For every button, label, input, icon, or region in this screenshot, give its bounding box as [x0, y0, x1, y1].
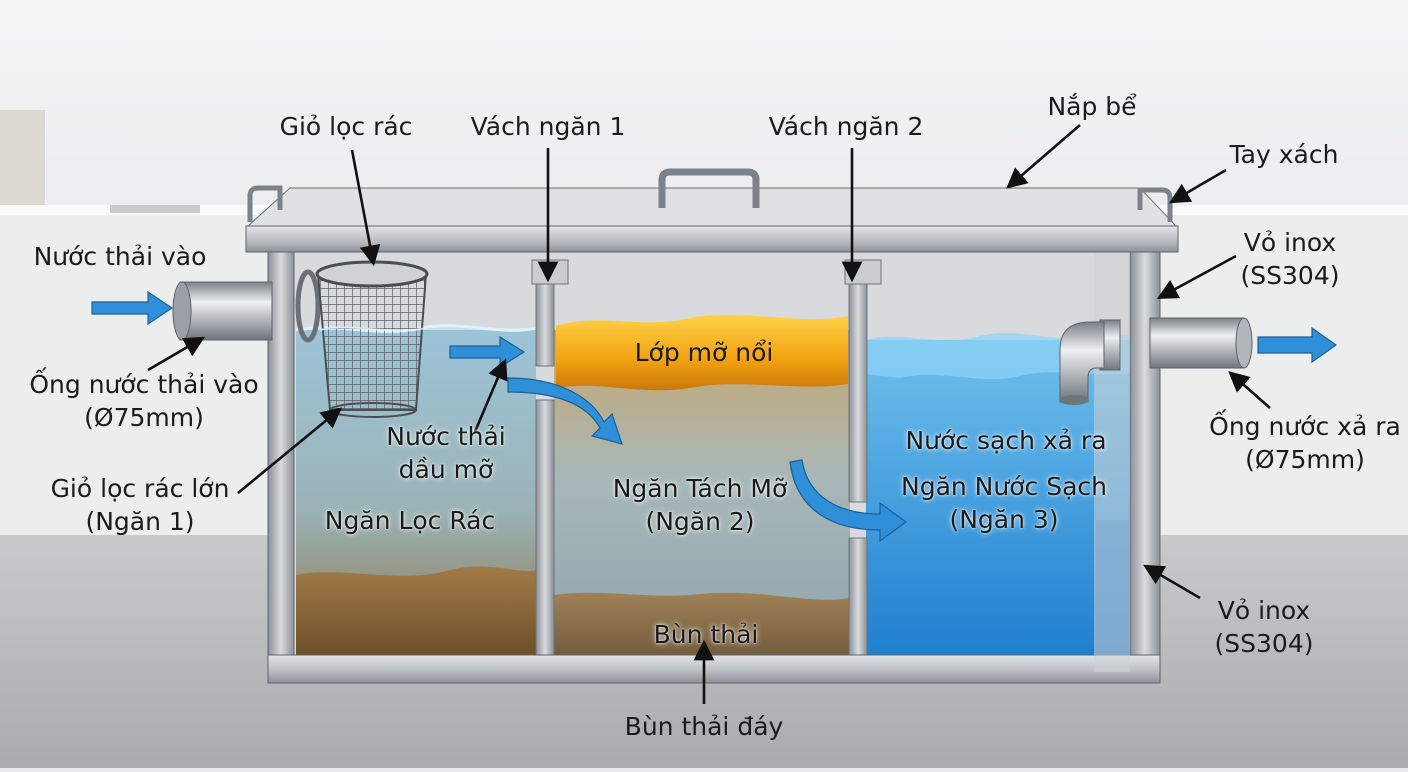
label-chamber-3: Ngăn Nước Sạch (Ngăn 3) — [901, 470, 1107, 536]
label-outlet-pipe-line-2: (Ø75mm) — [1245, 445, 1365, 474]
label-inlet-pipe: Ống nước thải vào (Ø75mm) — [29, 368, 258, 434]
label-shell-bottom: Vỏ inox (SS304) — [1215, 594, 1314, 660]
chamber-1-sludge — [296, 566, 536, 655]
label-greasy-water: Nước thải dầu mỡ — [386, 420, 505, 486]
pointer-lid — [1006, 124, 1081, 189]
pointer-outlet-pipe — [1228, 371, 1271, 409]
label-shell-top-line-2: (SS304) — [1240, 261, 1340, 290]
label-bottom-sludge: Bùn thải đáy — [624, 712, 784, 741]
label-chamber-3-line-2: (Ngăn 3) — [949, 505, 1059, 534]
grease-layer — [556, 314, 848, 391]
pointer-basket — [350, 149, 381, 267]
pointer-large-basket — [237, 407, 343, 495]
chamber-2-sludge — [554, 592, 850, 655]
label-sludge: Bùn thải — [653, 620, 759, 649]
label-outlet-pipe-line-1: Ống nước xả ra — [1209, 412, 1401, 441]
pointer-shell-bottom — [1143, 564, 1201, 600]
label-baffle-1: Vách ngăn 1 — [470, 112, 626, 141]
pointer-inlet-pipe — [147, 336, 205, 372]
pointer-shell-top — [1156, 254, 1237, 299]
outlet-pipe — [1059, 317, 1253, 405]
chamber-2-flow-arrow — [507, 377, 623, 445]
label-shell-top: Vỏ inox (SS304) — [1241, 226, 1340, 292]
label-grease-layer: Lớp mỡ nổi — [634, 338, 774, 367]
label-large-basket-line-1: Giỏ lọc rác lớn — [50, 474, 230, 503]
filter-basket — [315, 260, 429, 418]
label-chamber-1: Ngăn Lọc Rác — [324, 506, 496, 535]
label-clean-water-out: Nước sạch xả ra — [905, 426, 1107, 455]
tank-bottom — [267, 654, 1161, 684]
label-baffle-2: Vách ngăn 2 — [768, 112, 924, 141]
label-outlet-pipe: Ống nước xả ra (Ø75mm) — [1209, 410, 1401, 476]
label-greasy-water-line-2: dầu mỡ — [398, 455, 494, 484]
chamber-3-flow-arrow — [789, 459, 908, 543]
label-lid: Nắp bể — [1047, 92, 1137, 121]
label-greasy-water-line-1: Nước thải — [386, 422, 506, 451]
label-shell-bottom-line-1: Vỏ inox — [1217, 596, 1311, 625]
tank-right-wall — [1129, 247, 1161, 681]
label-inflow: Nước thải vào — [33, 242, 207, 271]
outflow-arrow — [1257, 326, 1338, 364]
label-chamber-2-line-2: (Ngăn 2) — [645, 507, 755, 536]
baffle-2 — [844, 259, 882, 657]
label-inlet-pipe-line-2: (Ø75mm) — [84, 403, 204, 432]
label-inlet-pipe-line-1: Ống nước thải vào — [29, 370, 259, 399]
label-shell-top-line-1: Vỏ inox — [1243, 228, 1337, 257]
label-chamber-2: Ngăn Tách Mỡ (Ngăn 2) — [613, 472, 788, 538]
label-chamber-3-line-1: Ngăn Nước Sạch — [901, 472, 1107, 501]
label-large-basket-line-2: (Ngăn 1) — [85, 507, 195, 536]
pointer-grease-water — [472, 358, 508, 435]
label-large-basket: Giỏ lọc rác lớn (Ngăn 1) — [51, 472, 230, 538]
inflow-arrow — [91, 290, 174, 326]
pointer-lines — [147, 124, 1271, 704]
label-filter-basket: Giỏ lọc rác — [279, 112, 413, 141]
label-shell-bottom-line-2: (SS304) — [1214, 629, 1314, 658]
label-handle: Tay xách — [1229, 140, 1339, 169]
chamber-3-water — [866, 340, 1138, 655]
pointer-handle — [1169, 168, 1227, 204]
inlet-pipe — [172, 269, 321, 343]
label-chamber-2-line-1: Ngăn Tách Mỡ — [612, 474, 788, 503]
